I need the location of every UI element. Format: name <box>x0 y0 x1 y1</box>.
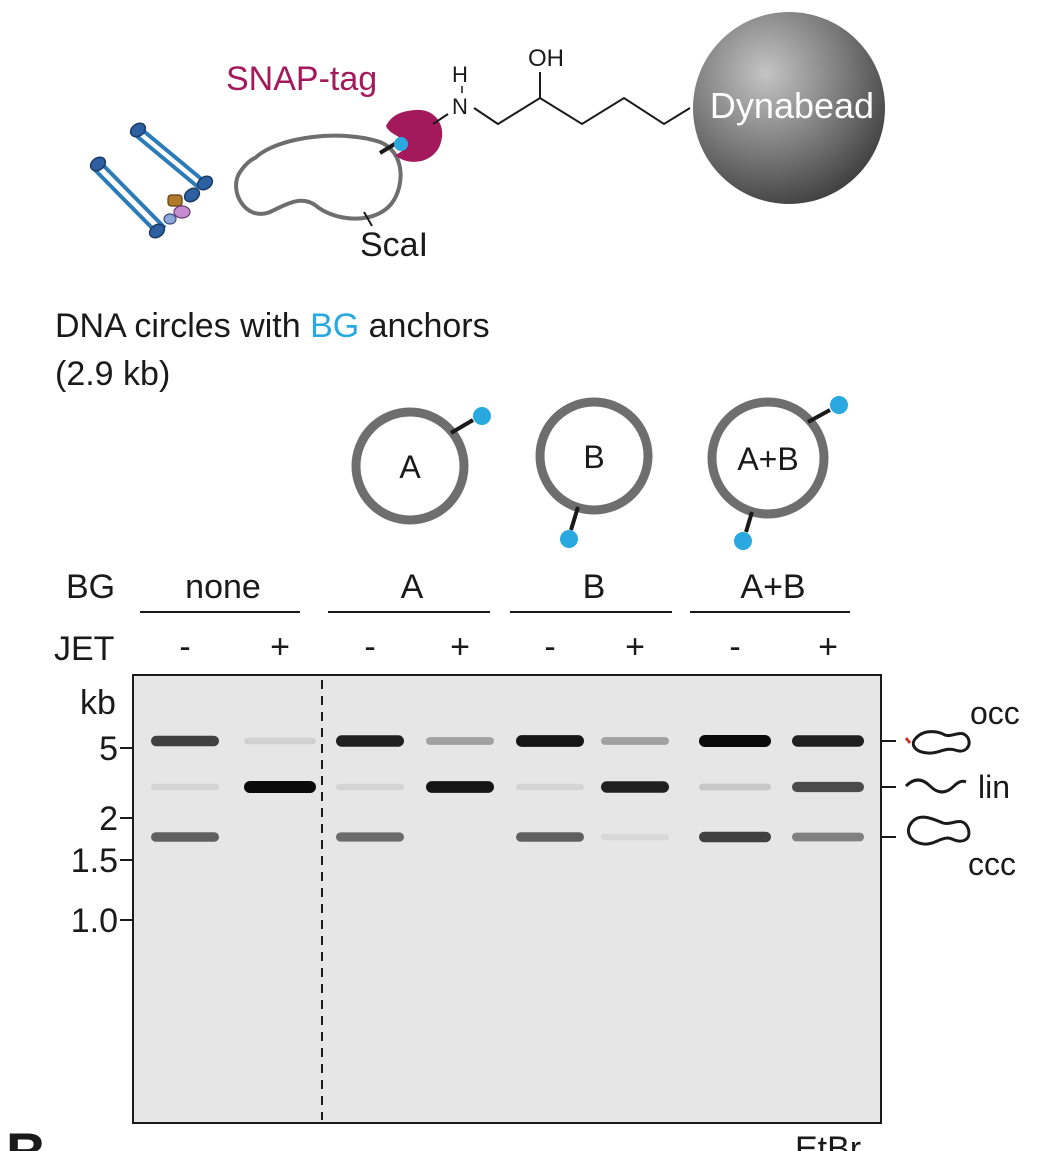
jet-sign: - <box>179 628 190 666</box>
group-label: none <box>185 568 261 606</box>
oh-label: OH <box>528 45 564 72</box>
circle-b: B <box>535 397 653 548</box>
linker-chain <box>432 96 691 126</box>
schematic: ScaI SNAP-tag H N OH Dynabead DNA circle… <box>55 12 885 550</box>
gel-band-lin <box>516 783 584 791</box>
marker-ticks: 5 2 1.5 1.0 <box>71 730 132 940</box>
marker-label: 5 <box>99 730 118 768</box>
panel-letter: B <box>6 1121 46 1151</box>
snap-tag-icon <box>386 109 443 162</box>
circle-ab-label: A+B <box>737 441 798 477</box>
marker-label: 2 <box>99 800 118 838</box>
gel-band-ccc <box>336 832 404 842</box>
gel-band-occ <box>336 735 404 747</box>
gel-bands <box>151 735 864 843</box>
jet-sign: + <box>450 628 470 666</box>
jet-sign: - <box>364 628 375 666</box>
gel-band-lin <box>151 783 219 791</box>
circles-size-caption: (2.9 kb) <box>55 355 170 393</box>
circle-b-label: B <box>583 439 604 475</box>
group-labels: none A B A+B <box>140 568 850 613</box>
nh-n-label: N <box>452 94 468 119</box>
gel-band-lin <box>426 781 494 793</box>
gel-band-lin <box>244 781 316 793</box>
band-annotations: occ lin ccc <box>882 695 1020 882</box>
dynabead-icon <box>693 12 885 204</box>
bg-row-label: BG <box>66 568 115 606</box>
kb-label: kb <box>80 684 116 722</box>
bg-anchor-dot <box>394 137 408 151</box>
gel-band-lin <box>792 781 864 793</box>
circle-ab: A+B <box>707 396 848 550</box>
dna-helix-icon <box>89 122 214 239</box>
scai-label: ScaI <box>360 226 428 264</box>
snap-tag-label: SNAP-tag <box>226 60 377 98</box>
jet-signs: - + - + - + - + <box>179 628 838 666</box>
jet-sign: + <box>270 628 290 666</box>
gel-image <box>132 674 882 1124</box>
gel-band-ccc <box>699 831 771 843</box>
occ-nick-mark <box>904 737 912 744</box>
marker-label: 1.0 <box>71 902 118 940</box>
ccc-icon <box>907 815 971 846</box>
gel-band-occ <box>601 737 669 745</box>
lin-icon <box>904 778 967 794</box>
group-label: A <box>401 568 424 606</box>
bg-anchor-dot <box>830 396 848 414</box>
gel-band-lin <box>336 783 404 791</box>
band-label-occ: occ <box>970 695 1020 731</box>
marker-label: 1.5 <box>71 842 118 880</box>
dna-circle-outline <box>234 133 403 221</box>
band-label-ccc: ccc <box>968 846 1016 882</box>
jet-sign: + <box>818 628 838 666</box>
gel-band-occ <box>426 737 494 745</box>
gel-band-occ <box>516 735 584 747</box>
group-label: B <box>583 568 606 606</box>
gel-band-occ <box>151 735 219 747</box>
gel-panel: BG JET kb none A B A+B - + - + - + - + 5 2 1.5 1.0 oc… <box>6 568 1020 1151</box>
jet-sign: + <box>625 628 645 666</box>
bg-anchor-dot <box>734 532 752 550</box>
occ-icon <box>911 730 971 755</box>
group-label: A+B <box>740 568 805 606</box>
jet-row-label: JET <box>54 630 114 668</box>
gel-band-ccc <box>151 832 219 842</box>
gel-band-lin <box>601 781 669 793</box>
gel-band-occ <box>792 735 864 747</box>
bg-anchor-dot <box>473 407 491 425</box>
circles-caption: DNA circles with BG anchors <box>55 307 490 345</box>
gel-band-ccc <box>601 833 669 841</box>
circle-a: A <box>351 407 491 525</box>
jet-sign: - <box>729 628 740 666</box>
gel-band-occ <box>244 737 316 745</box>
nh-h-label: H <box>452 62 468 87</box>
gel-band-occ <box>699 735 771 747</box>
circle-a-label: A <box>399 449 421 485</box>
gel-band-ccc <box>516 832 584 842</box>
bg-anchor-dot <box>560 530 578 548</box>
jet-sign: - <box>544 628 555 666</box>
band-label-lin: lin <box>978 769 1010 805</box>
dynabead-label: Dynabead <box>710 85 874 126</box>
gel-band-ccc <box>792 832 864 842</box>
gel-band-lin <box>699 783 771 791</box>
stain-label: EtBr <box>795 1130 861 1151</box>
